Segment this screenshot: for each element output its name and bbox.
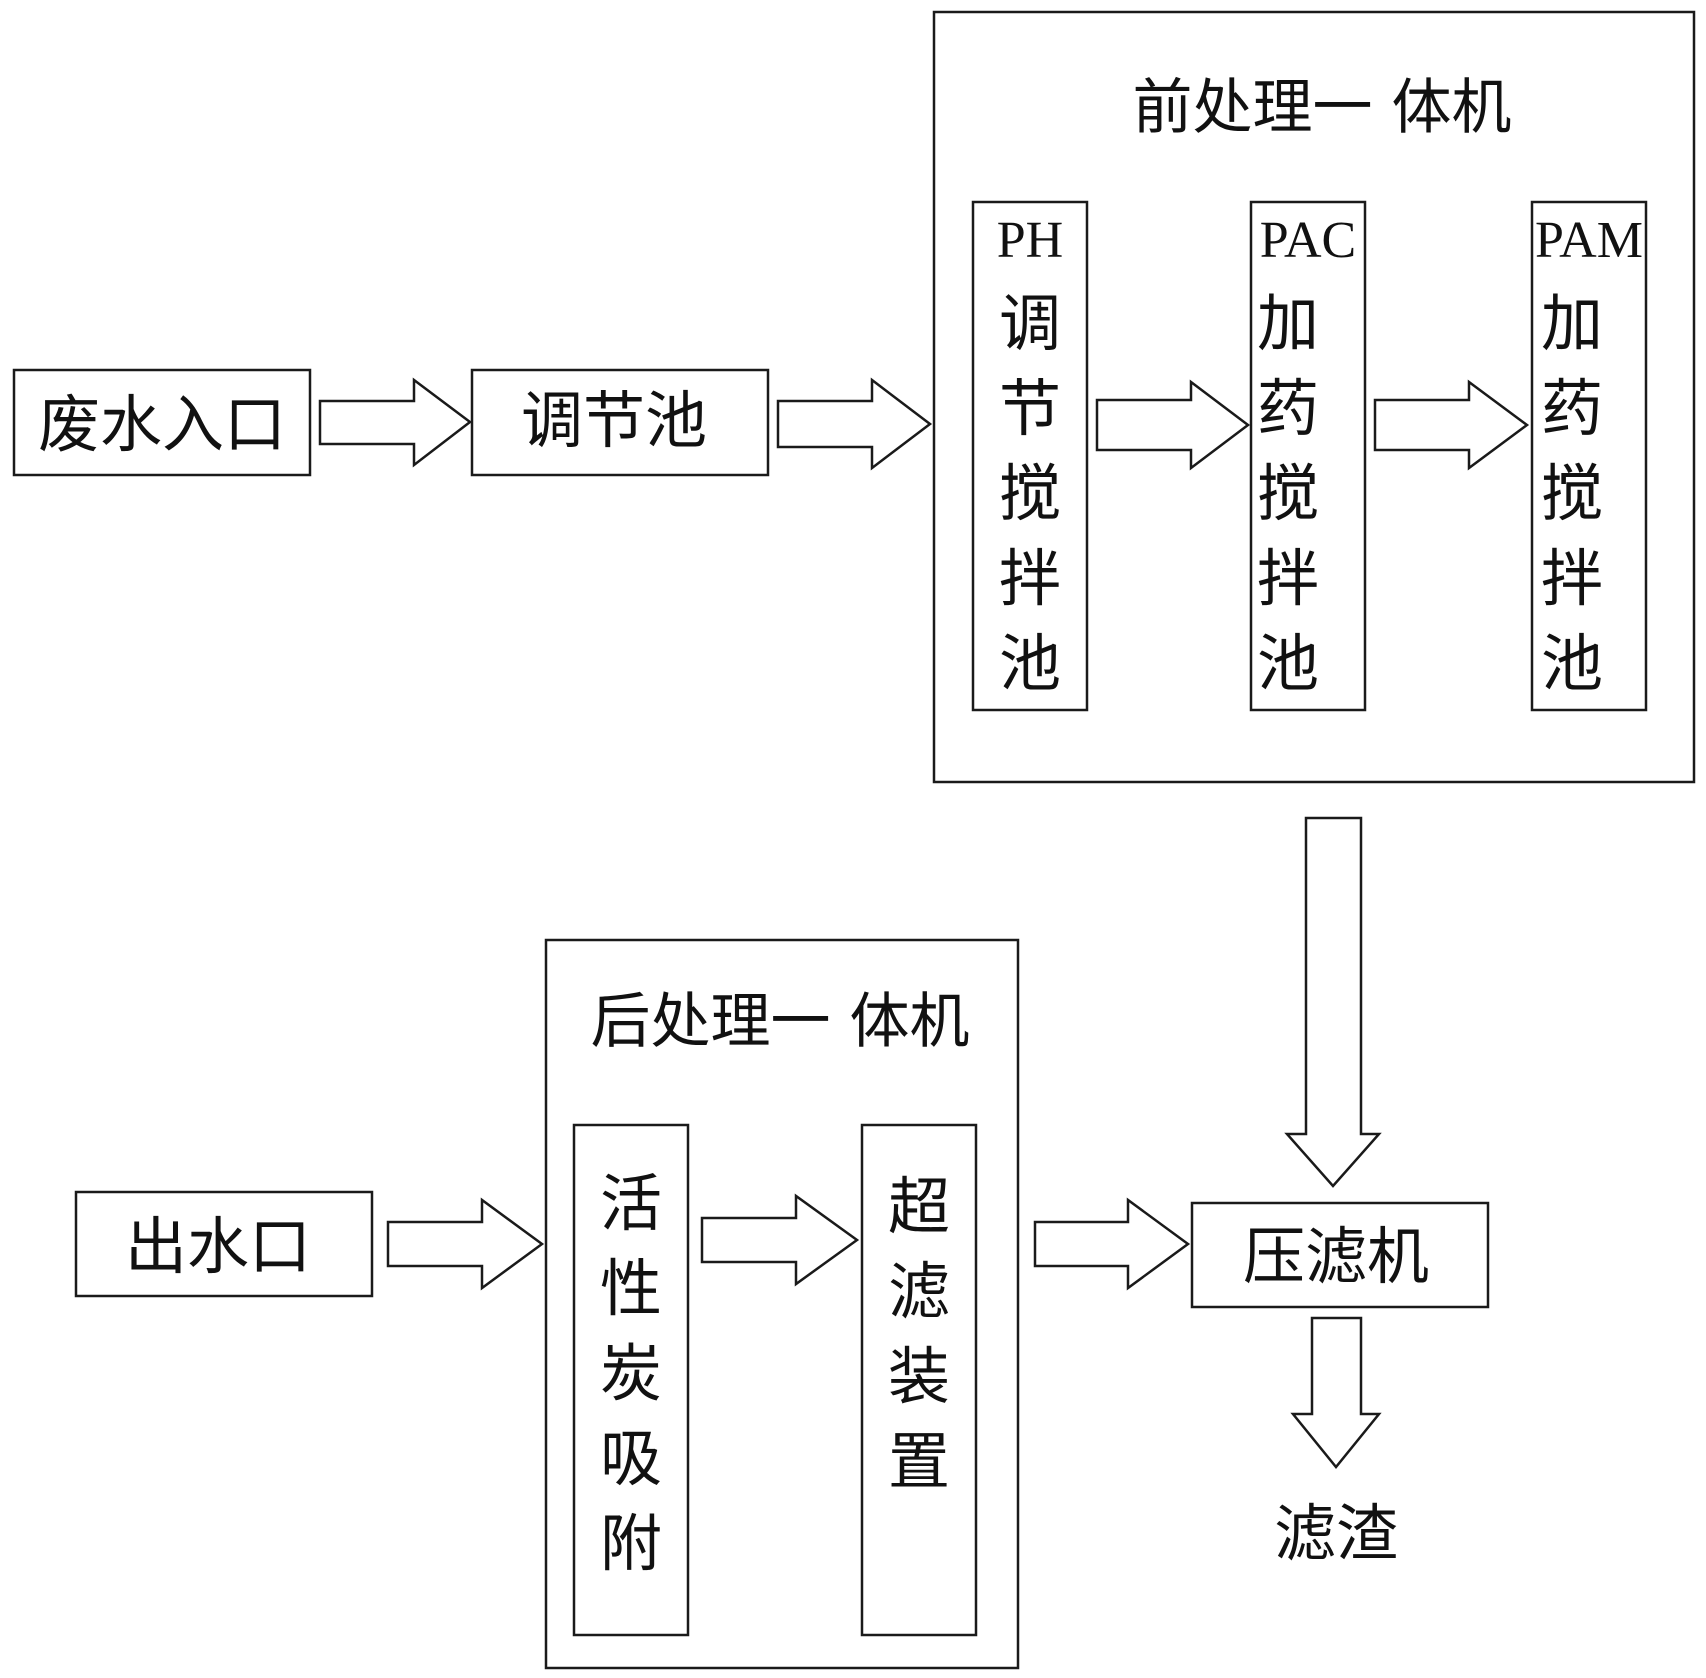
arrow-equalization-to-pretreatment — [776, 377, 933, 471]
pac-tank-char: 加 — [1257, 287, 1319, 360]
equalization-tank-label: 调节池 — [521, 384, 707, 457]
posttreatment-title: 后处理一 体机 — [590, 987, 969, 1057]
ultrafiltration-char: 装 — [888, 1340, 950, 1413]
carbon-adsorption-char: 活 — [600, 1167, 662, 1240]
pac-tank-char: 药 — [1257, 372, 1319, 445]
ultrafiltration-device-box — [860, 1123, 978, 1637]
activated-carbon-adsorption-box — [572, 1123, 690, 1637]
ultrafiltration-char: 超 — [888, 1170, 950, 1243]
ultrafiltration-char: 滤 — [888, 1255, 950, 1328]
arrow-filter-press-to-residue — [1290, 1316, 1382, 1469]
pac-dosing-tank-box — [1249, 200, 1367, 712]
ph-tank-char: 拌 — [999, 542, 1061, 615]
outlet-box — [74, 1190, 374, 1298]
ultrafiltration-char: 置 — [888, 1425, 950, 1498]
pac-tank-char: 拌 — [1257, 542, 1319, 615]
ph-tank-char: 节 — [999, 372, 1061, 445]
pam-tank-char: 药 — [1541, 372, 1603, 445]
pam-tank-char: 加 — [1541, 287, 1603, 360]
arrow-inlet-to-equalization — [318, 377, 473, 468]
pac-tank-char: 池 — [1257, 627, 1319, 700]
inlet-label: 废水入口 — [38, 388, 286, 461]
arrow-outlet-to-posttreatment — [386, 1197, 545, 1291]
outlet-label: 出水口 — [125, 1210, 311, 1283]
ph-mixing-tank-box — [971, 200, 1089, 712]
pam-dosing-tank-box — [1530, 200, 1648, 712]
arrow-pretreatment-to-filter-press — [1284, 816, 1382, 1188]
ph-tank-char: 搅 — [999, 457, 1061, 530]
pam-tank-char: 拌 — [1541, 542, 1603, 615]
equalization-tank-box — [470, 368, 770, 477]
ph-tank-char: 池 — [999, 627, 1061, 700]
arrow-pac-to-pam — [1373, 379, 1530, 471]
pac-tank-prefix: PAC — [1260, 212, 1356, 269]
filter-residue-label: 滤渣 — [1274, 1497, 1398, 1570]
carbon-adsorption-char: 性 — [600, 1252, 662, 1325]
filter-press-box — [1190, 1201, 1490, 1309]
pam-tank-char: 搅 — [1541, 457, 1603, 530]
carbon-adsorption-char: 吸 — [600, 1422, 662, 1495]
pretreatment-title: 前处理一 体机 — [1132, 73, 1511, 143]
pam-tank-char: 池 — [1541, 627, 1603, 700]
arrow-posttreatment-to-filter-press — [1033, 1197, 1191, 1291]
carbon-adsorption-char: 炭 — [600, 1337, 662, 1410]
carbon-adsorption-char: 附 — [600, 1507, 662, 1580]
arrow-carbon-to-ultrafiltration — [700, 1193, 860, 1287]
inlet-box — [12, 368, 312, 477]
pac-tank-char: 搅 — [1257, 457, 1319, 530]
ph-tank-prefix: PH — [997, 212, 1063, 269]
filter-press-label: 压滤机 — [1243, 1220, 1429, 1293]
ph-tank-char: 调 — [999, 287, 1061, 360]
pam-tank-prefix: PAM — [1535, 212, 1643, 269]
arrow-ph-to-pac — [1095, 379, 1251, 471]
